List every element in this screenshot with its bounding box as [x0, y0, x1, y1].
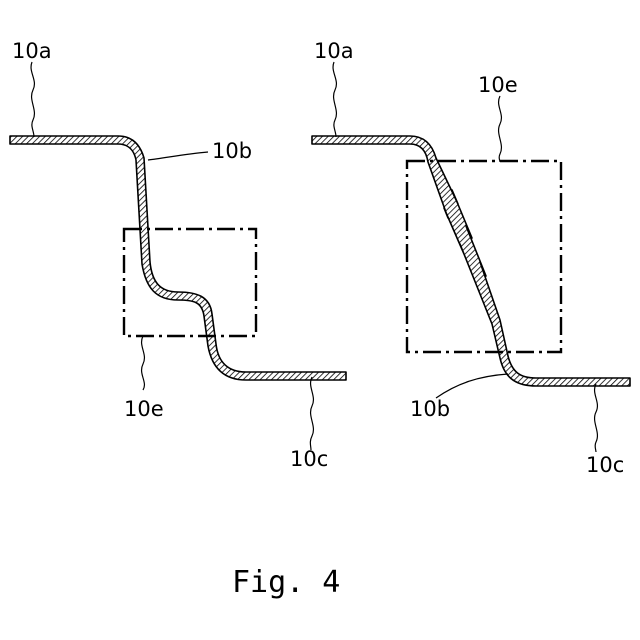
left-sheet-profile	[10, 136, 346, 380]
left-label-10c: 10c	[290, 447, 328, 471]
left-label-10a: 10a	[12, 39, 52, 63]
right-label-10c: 10c	[586, 453, 624, 477]
figure-caption: Fig. 4	[232, 565, 340, 600]
left-panel: 10a 10b 10e 10c	[10, 39, 346, 471]
right-leader-10a	[333, 62, 336, 137]
right-label-10b: 10b	[410, 397, 450, 421]
left-leader-10e	[142, 336, 145, 390]
right-label-10a: 10a	[314, 39, 354, 63]
right-leader-10c	[595, 384, 598, 452]
right-panel: 10a 10e 10b 10c	[312, 39, 630, 477]
right-label-10e: 10e	[478, 73, 518, 97]
right-leader-10e	[499, 96, 502, 162]
right-sheet-profile	[312, 136, 630, 386]
right-region-box	[407, 161, 561, 352]
right-leader-10b	[436, 374, 508, 398]
left-leader-10c	[310, 377, 313, 450]
left-leader-10b	[148, 152, 208, 160]
left-leader-10a	[31, 62, 34, 137]
left-label-10e: 10e	[124, 397, 164, 421]
left-label-10b: 10b	[212, 139, 252, 163]
